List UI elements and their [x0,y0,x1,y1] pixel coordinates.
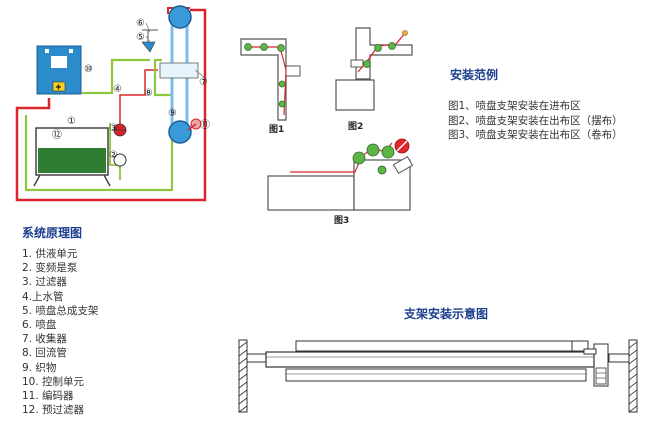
tank-leg [103,174,111,187]
control-unit-led [69,49,73,53]
fig1-spray-bracket [285,65,301,77]
fig1-roller [260,43,268,51]
principle-title: 系统原理图 [22,226,83,240]
component-item: 3. 过滤器 [22,276,67,289]
tank-leg [33,174,41,187]
marker-9: ⑨ [168,108,177,119]
fig2-spray-bracket [350,59,364,68]
fig3-roller [352,151,366,165]
left-wall-hatch [238,341,248,413]
figure-2-label: 图2 [348,122,364,132]
marker-1: ① [67,116,76,127]
figure-3-label: 图3 [334,216,350,226]
fig3-roller [377,165,387,175]
component-item: 4.上水管 [22,290,64,303]
spray-bar-main [265,351,595,368]
fig1-roller [278,100,286,108]
spray-bar-lower [285,368,587,382]
marker-2: ② [109,150,118,161]
fig2-roller [388,42,396,50]
component-item: 1. 供液单元 [22,248,78,260]
component-item: 8. 回流管 [22,347,67,360]
install-note: 图2、喷盘支架安装在出布区（摆布） [448,114,623,127]
system-principle-diagram: ✚ ⑥ ⑤ ⑩ ⑦ ④ ⑧ ⑨ ⑪ ① [15,5,210,202]
spray-bar-end [571,340,589,352]
install-note: 图1、喷盘支架安装在进布区 [448,100,581,112]
fig3-roller [381,145,395,159]
control-unit-screen [51,56,67,68]
fig2-base [335,79,375,111]
green-upper-pipe [82,58,150,95]
fig1-roller [277,44,285,52]
component-item: 10. 控制单元 [22,375,85,388]
leader-line [145,22,151,33]
fig1-roller [244,43,252,51]
pump-symbol [113,153,127,167]
spray-bar-top [295,340,587,352]
left-wall [238,339,248,413]
marker-12: ⑫ [52,129,62,141]
marker-10: ⑩ [84,64,93,75]
leader-line [194,69,206,79]
component-item: 11. 编码器 [22,390,74,403]
control-unit-led [45,49,49,53]
control-unit-plug [52,81,66,92]
green-tank-pipe [109,123,121,180]
fig3-stop-slash [396,140,408,152]
marker-11: ⑪ [200,119,210,131]
install-figure-3 [267,138,414,211]
component-item: 2. 变频是泵 [22,262,78,275]
right-motor [595,367,607,385]
marker-7: ⑦ [199,77,208,88]
upper-roller [168,5,192,29]
spray-bar-end [583,348,597,355]
fig3-spray-bracket [392,155,414,175]
fig3-roller [366,143,380,157]
fig2-roller [363,60,371,68]
install-figure-1 [240,38,301,121]
encoder-arm [187,123,197,131]
control-unit-plug-symbol: ✚ [56,84,62,92]
right-wall [628,339,638,413]
fig2-roller [374,44,382,52]
component-item: 7. 收集器 [22,333,67,346]
component-list: 1. 供液单元 2. 变频是泵 3. 过滤器 4.上水管 5. 喷盘总成支架 6… [22,247,98,417]
red-supply-pipe [15,8,207,202]
right-wall-hatch [628,341,638,413]
left-mount [246,353,268,363]
lower-roller [168,120,192,144]
component-item: 12. 预过滤器 [22,404,85,417]
fig1-roller [278,80,286,88]
bracket-install-diagram [238,339,638,413]
collector [159,62,199,79]
component-item: 9. 织物 [22,361,57,374]
tank-liquid [38,148,106,173]
red-pump-line [119,69,158,125]
marker-8: ⑧ [144,88,153,99]
leader-line [145,35,151,43]
component-item: 5. 喷盘总成支架 [22,304,99,317]
bracket-install-title: 支架安装示意图 [404,307,489,321]
marker-4: ④ [113,84,122,95]
spray-head [141,41,156,53]
figure-1-label: 图1 [269,125,285,135]
marker-3: ③ [109,123,118,134]
marker-5: ⑤ [136,32,145,43]
install-note: 图3、喷盘支架安装在出布区（卷布） [448,129,623,142]
component-item: 6. 喷盘 [22,319,57,332]
fig3-table [267,175,355,211]
right-mount [608,353,630,363]
install-figure-2 [335,27,413,111]
install-notes: 图1、喷盘支架安装在进布区 图2、喷盘支架安装在出布区（摆布） 图3、喷盘支架安… [448,99,623,143]
marker-6: ⑥ [136,18,145,29]
fig2-roller [402,30,408,36]
install-examples-title: 安装范例 [450,68,499,82]
